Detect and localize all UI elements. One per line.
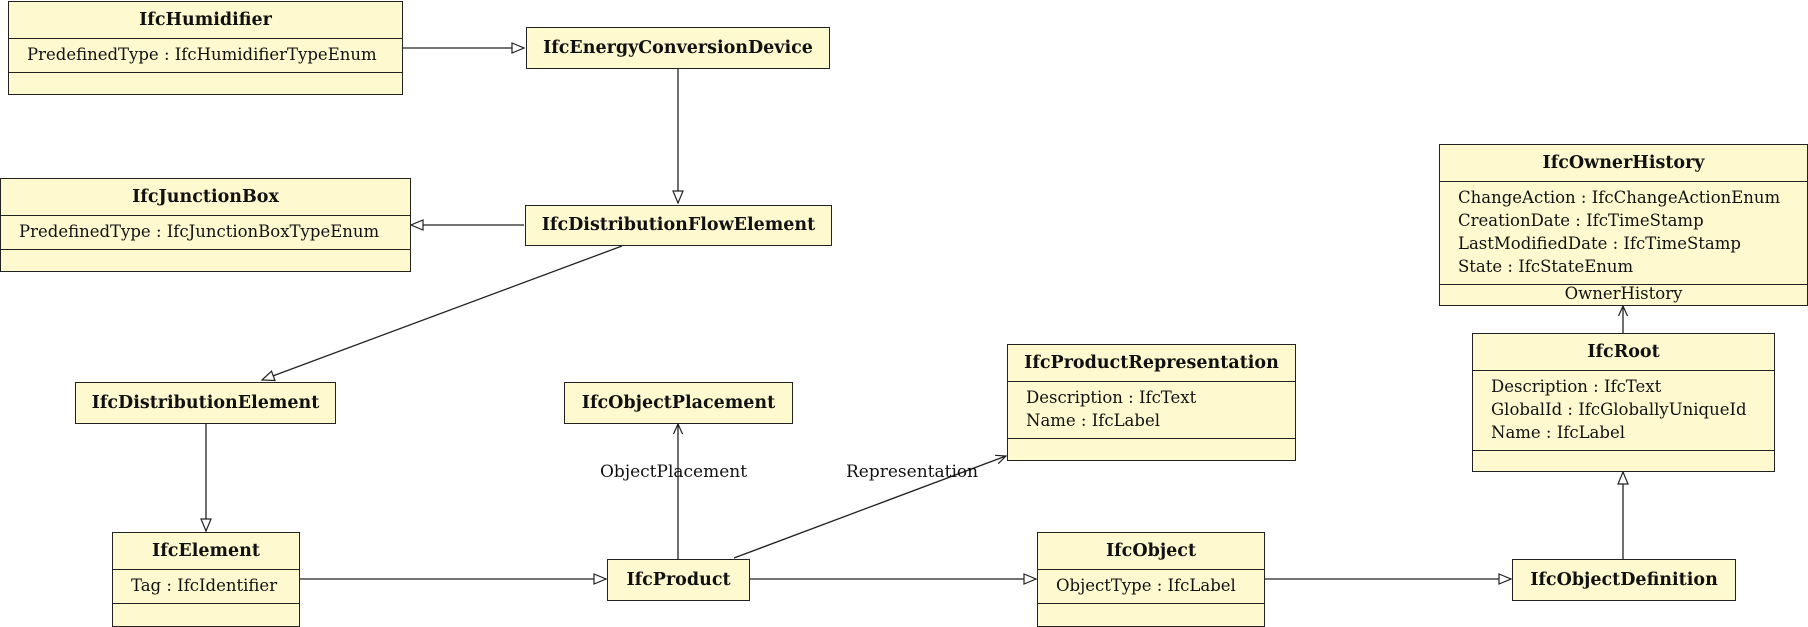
attribute: ChangeAction : IfcChangeActionEnum — [1458, 188, 1781, 207]
attribute: Description : IfcText — [1026, 388, 1197, 407]
class-attributes: PredefinedType : IfcJunctionBoxTypeEnum — [1, 216, 410, 250]
attribute: Description : IfcText — [1491, 377, 1662, 396]
class-attributes: Tag : IfcIdentifier — [113, 570, 299, 604]
attribute: Name : IfcLabel — [1026, 411, 1160, 430]
class-ifc-element[interactable]: IfcElement Tag : IfcIdentifier — [112, 532, 300, 627]
class-operations — [1038, 604, 1264, 620]
class-attributes: ChangeAction : IfcChangeActionEnum Creat… — [1440, 182, 1807, 285]
class-operations — [1008, 439, 1295, 455]
class-name: IfcRoot — [1473, 334, 1774, 371]
gen-flow-to-distribution — [262, 245, 623, 380]
class-ifc-root[interactable]: IfcRoot Description : IfcText GlobalId :… — [1472, 333, 1775, 472]
class-operations — [113, 604, 299, 620]
class-ifc-distribution-flow-element[interactable]: IfcDistributionFlowElement — [525, 205, 832, 246]
class-name: IfcObjectDefinition — [1530, 570, 1718, 590]
class-ifc-product-representation[interactable]: IfcProductRepresentation Description : I… — [1007, 344, 1296, 461]
attribute: PredefinedType : IfcJunctionBoxTypeEnum — [19, 222, 380, 241]
class-name: IfcJunctionBox — [1, 179, 410, 216]
class-name: IfcElement — [113, 533, 299, 570]
class-name: IfcProduct — [626, 570, 731, 590]
class-name: IfcObject — [1038, 533, 1264, 570]
attribute: GlobalId : IfcGloballyUniqueId — [1491, 400, 1747, 419]
class-name: IfcOwnerHistory — [1440, 145, 1807, 182]
attribute: CreationDate : IfcTimeStamp — [1458, 211, 1704, 230]
class-operations — [1473, 451, 1774, 467]
attribute: State : IfcStateEnum — [1458, 257, 1634, 276]
class-ifc-object[interactable]: IfcObject ObjectType : IfcLabel — [1037, 532, 1265, 627]
class-ifc-object-placement[interactable]: IfcObjectPlacement — [564, 382, 793, 424]
class-attributes: PredefinedType : IfcHumidifierTypeEnum — [9, 39, 402, 73]
class-ifc-energy-conversion-device[interactable]: IfcEnergyConversionDevice — [526, 27, 830, 69]
class-ifc-product[interactable]: IfcProduct — [607, 559, 750, 601]
class-name: IfcProductRepresentation — [1008, 345, 1295, 382]
class-attributes: Description : IfcText GlobalId : IfcGlob… — [1473, 371, 1774, 451]
class-name: IfcHumidifier — [9, 2, 402, 39]
class-attributes: Description : IfcText Name : IfcLabel — [1008, 382, 1295, 439]
representation-role-label: Representation — [846, 462, 979, 482]
attribute: Name : IfcLabel — [1491, 423, 1625, 442]
class-operations — [9, 73, 402, 89]
class-name: IfcObjectPlacement — [581, 393, 776, 413]
class-ifc-distribution-element[interactable]: IfcDistributionElement — [75, 382, 336, 424]
attribute: Tag : IfcIdentifier — [131, 576, 278, 595]
class-name: IfcDistributionFlowElement — [541, 215, 816, 235]
assoc-product-to-representation — [733, 456, 1006, 559]
class-name: IfcEnergyConversionDevice — [543, 38, 813, 58]
attribute: PredefinedType : IfcHumidifierTypeEnum — [27, 45, 377, 64]
class-attributes: ObjectType : IfcLabel — [1038, 570, 1264, 604]
attribute: LastModifiedDate : IfcTimeStamp — [1458, 234, 1741, 253]
attribute: ObjectType : IfcLabel — [1056, 576, 1236, 595]
class-name: IfcDistributionElement — [91, 393, 320, 413]
class-ifc-junction-box[interactable]: IfcJunctionBox PredefinedType : IfcJunct… — [0, 178, 411, 272]
class-ifc-owner-history[interactable]: IfcOwnerHistory ChangeAction : IfcChange… — [1439, 144, 1808, 306]
owner-history-role-label: OwnerHistory — [1564, 284, 1683, 303]
class-ifc-object-definition[interactable]: IfcObjectDefinition — [1512, 559, 1736, 601]
class-ifc-humidifier[interactable]: IfcHumidifier PredefinedType : IfcHumidi… — [8, 1, 403, 95]
object-placement-role-label: ObjectPlacement — [600, 462, 748, 482]
class-operations — [1, 250, 410, 266]
